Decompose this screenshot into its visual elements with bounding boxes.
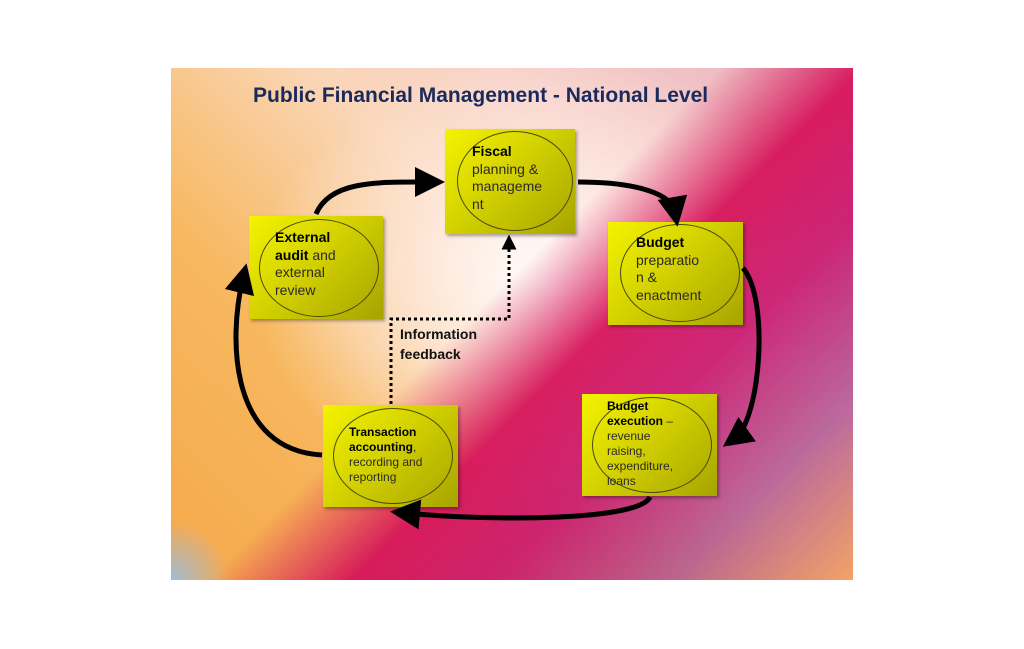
node-line: raising, [607, 444, 646, 458]
node-text: Budget execution – revenue raising, expe… [607, 399, 673, 489]
corner-glow [171, 520, 231, 580]
node-comma: , [413, 440, 417, 454]
node-after: and [308, 246, 336, 263]
node-fiscal-planning: Fiscal planning & manageme nt [445, 129, 575, 234]
node-text: External audit and external review [275, 229, 336, 299]
node-bold-label: execution [607, 414, 664, 428]
node-bold-label: accounting [349, 440, 414, 454]
node-budget-preparation: Budget preparatio n & enactment [608, 222, 743, 325]
node-bold-label: External [275, 229, 331, 245]
node-line: reporting [349, 470, 397, 484]
arrow-budget-prep-to-execution [722, 266, 762, 447]
node-line: expenditure, [607, 459, 674, 473]
node-line: loans [607, 474, 636, 488]
node-line: n & [636, 269, 658, 285]
node-bold-label: audit [275, 246, 309, 263]
arrow-information-feedback [389, 234, 517, 404]
node-line: recording and [349, 455, 423, 469]
node-oval [592, 397, 712, 493]
node-line: external [275, 264, 325, 280]
node-bold-label: Budget [607, 399, 649, 413]
node-external-audit: External audit and external review [249, 216, 383, 319]
node-line: enactment [636, 286, 702, 303]
node-text: Fiscal planning & manageme nt [472, 143, 542, 213]
node-text: Transaction accounting, recording and re… [349, 425, 422, 485]
node-line: manageme [472, 178, 543, 194]
feedback-line: feedback [400, 345, 461, 362]
node-line: review [275, 281, 316, 298]
node-line: preparatio [636, 251, 700, 268]
node-line: planning & [472, 160, 539, 177]
arrow-transaction-to-audit [224, 263, 323, 458]
node-budget-execution: Budget execution – revenue raising, expe… [582, 394, 717, 496]
arrow-execution-to-transaction [390, 495, 653, 530]
node-bold-label: Transaction [349, 425, 417, 439]
node-text: Budget preparatio n & enactment [636, 234, 701, 304]
node-bold-label: Fiscal [472, 143, 512, 159]
arrow-fiscal-to-budget-prep [577, 179, 688, 227]
node-line: nt [472, 195, 484, 212]
node-dash: – [663, 414, 674, 428]
feedback-line: Information [400, 326, 477, 342]
arrow-audit-to-fiscal [313, 166, 445, 216]
node-bold-label: Budget [636, 234, 685, 250]
node-line: revenue [607, 429, 651, 443]
information-feedback-label: Information feedback [400, 325, 477, 364]
node-oval [457, 131, 573, 231]
diagram-title: Public Financial Management - National L… [253, 84, 709, 107]
node-oval [259, 219, 379, 317]
